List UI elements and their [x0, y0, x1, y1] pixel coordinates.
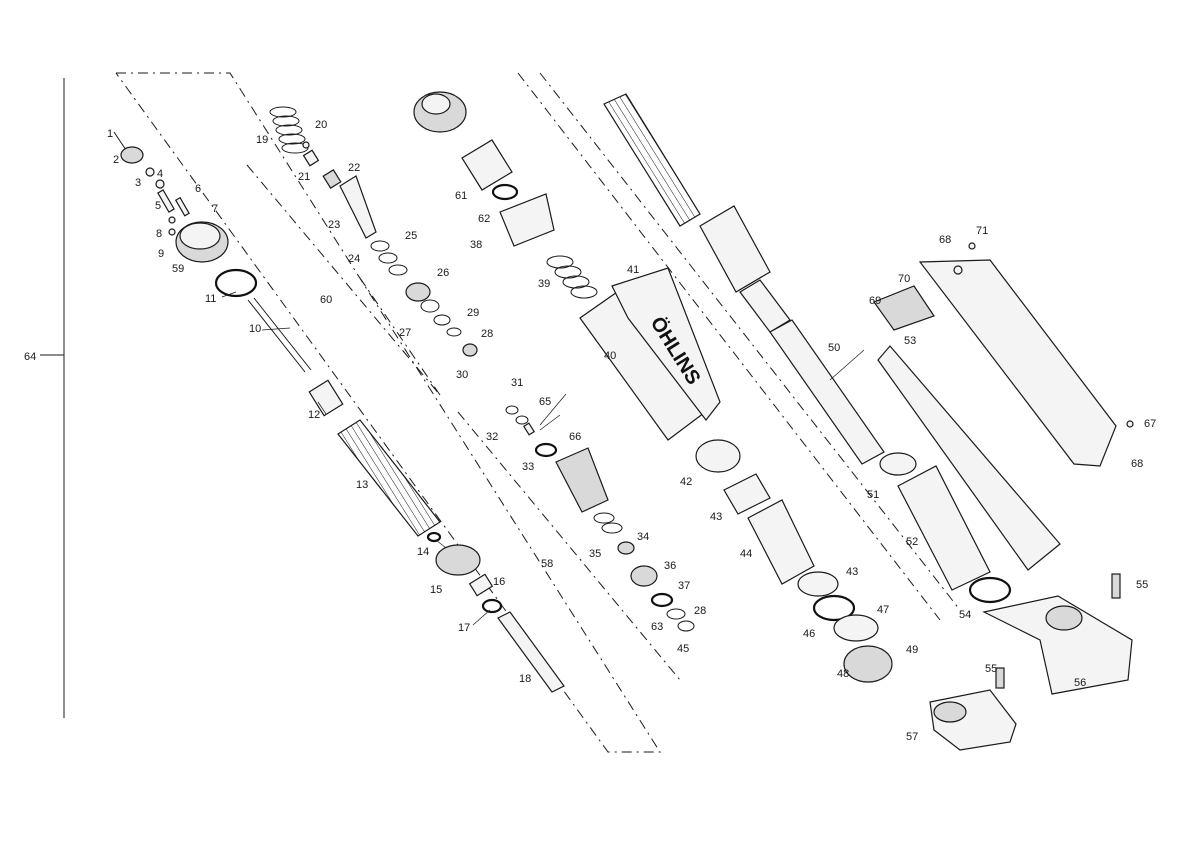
label-25: 25 [405, 230, 417, 242]
label-33: 33 [522, 461, 534, 473]
label-7: 7 [212, 203, 218, 215]
label-36: 36 [664, 560, 676, 572]
label-6: 6 [195, 183, 201, 195]
label-5: 5 [155, 200, 161, 212]
fork-guard-group [873, 242, 1134, 571]
label-53: 53 [904, 335, 916, 347]
label-1: 1 [107, 128, 113, 140]
label-37: 37 [678, 580, 690, 592]
label-29: 29 [467, 307, 479, 319]
group-outlines [115, 72, 961, 753]
label-71: 71 [976, 225, 988, 237]
label-2: 2 [113, 154, 119, 166]
label-54: 54 [959, 609, 971, 621]
triple-clamp-group [929, 573, 1133, 751]
label-9: 9 [158, 248, 164, 260]
label-23: 23 [328, 219, 340, 231]
label-59: 59 [172, 263, 184, 275]
label-30: 30 [456, 369, 468, 381]
leader-lines [221, 291, 865, 626]
label-69: 69 [869, 295, 881, 307]
label-39: 39 [538, 278, 550, 290]
label-15: 15 [430, 584, 442, 596]
label-31: 31 [511, 377, 523, 389]
label-51: 51 [867, 489, 879, 501]
label-44: 44 [740, 548, 752, 560]
outer-leg-group: ÖHLINS [579, 267, 721, 441]
label-50: 50 [828, 342, 840, 354]
label-28a: 28 [481, 328, 493, 340]
label-48: 48 [837, 668, 849, 680]
label-46: 46 [803, 628, 815, 640]
label-63: 63 [651, 621, 663, 633]
assembly-bracket-64 [40, 78, 65, 718]
label-20: 20 [315, 119, 327, 131]
seal-bushing-group [695, 439, 893, 683]
label-57: 57 [906, 731, 918, 743]
label-42: 42 [680, 476, 692, 488]
label-52: 52 [906, 536, 918, 548]
label-4: 4 [157, 168, 163, 180]
label-38: 38 [470, 239, 482, 251]
label-34: 34 [637, 531, 649, 543]
label-10: 10 [249, 323, 261, 335]
part-labels: 1 2 3 4 5 6 7 8 9 10 11 12 13 14 15 16 1… [24, 119, 1156, 743]
label-66: 66 [569, 431, 581, 443]
mid-valve-group [505, 405, 695, 632]
label-13: 13 [356, 479, 368, 491]
label-24: 24 [348, 253, 360, 265]
label-27: 27 [399, 327, 411, 339]
label-26: 26 [437, 267, 449, 279]
label-32: 32 [486, 431, 498, 443]
label-64: 64 [24, 351, 36, 363]
label-68a: 68 [939, 234, 951, 246]
label-70: 70 [898, 273, 910, 285]
label-62: 62 [478, 213, 490, 225]
label-21: 21 [298, 171, 310, 183]
label-3: 3 [135, 177, 141, 189]
cartridge-tube-group [308, 379, 565, 693]
label-8: 8 [156, 228, 162, 240]
label-14: 14 [417, 546, 429, 558]
label-43b: 43 [846, 566, 858, 578]
label-19: 19 [256, 134, 268, 146]
fork-cap-spring-group [413, 91, 598, 299]
label-68b: 68 [1131, 458, 1143, 470]
valve-stack-group [269, 106, 478, 357]
label-45: 45 [677, 643, 689, 655]
label-18: 18 [519, 673, 531, 685]
label-12: 12 [308, 409, 320, 421]
inner-tube-group [603, 93, 1012, 604]
label-60: 60 [320, 294, 332, 306]
label-49: 49 [906, 644, 918, 656]
label-55a: 55 [1136, 579, 1148, 591]
label-35: 35 [589, 548, 601, 560]
label-41: 41 [627, 264, 639, 276]
label-11: 11 [205, 293, 216, 305]
label-56: 56 [1074, 677, 1086, 689]
label-40: 40 [604, 350, 616, 362]
label-47: 47 [877, 604, 889, 616]
damper-cap-group [113, 131, 312, 373]
label-55b: 55 [985, 663, 997, 675]
label-22: 22 [348, 162, 360, 174]
label-67: 67 [1144, 418, 1156, 430]
label-16: 16 [493, 576, 505, 588]
label-61: 61 [455, 190, 467, 202]
label-65: 65 [539, 396, 551, 408]
label-58: 58 [541, 558, 553, 570]
label-17: 17 [458, 622, 470, 634]
label-28b: 28 [694, 605, 706, 617]
label-43a: 43 [710, 511, 722, 523]
